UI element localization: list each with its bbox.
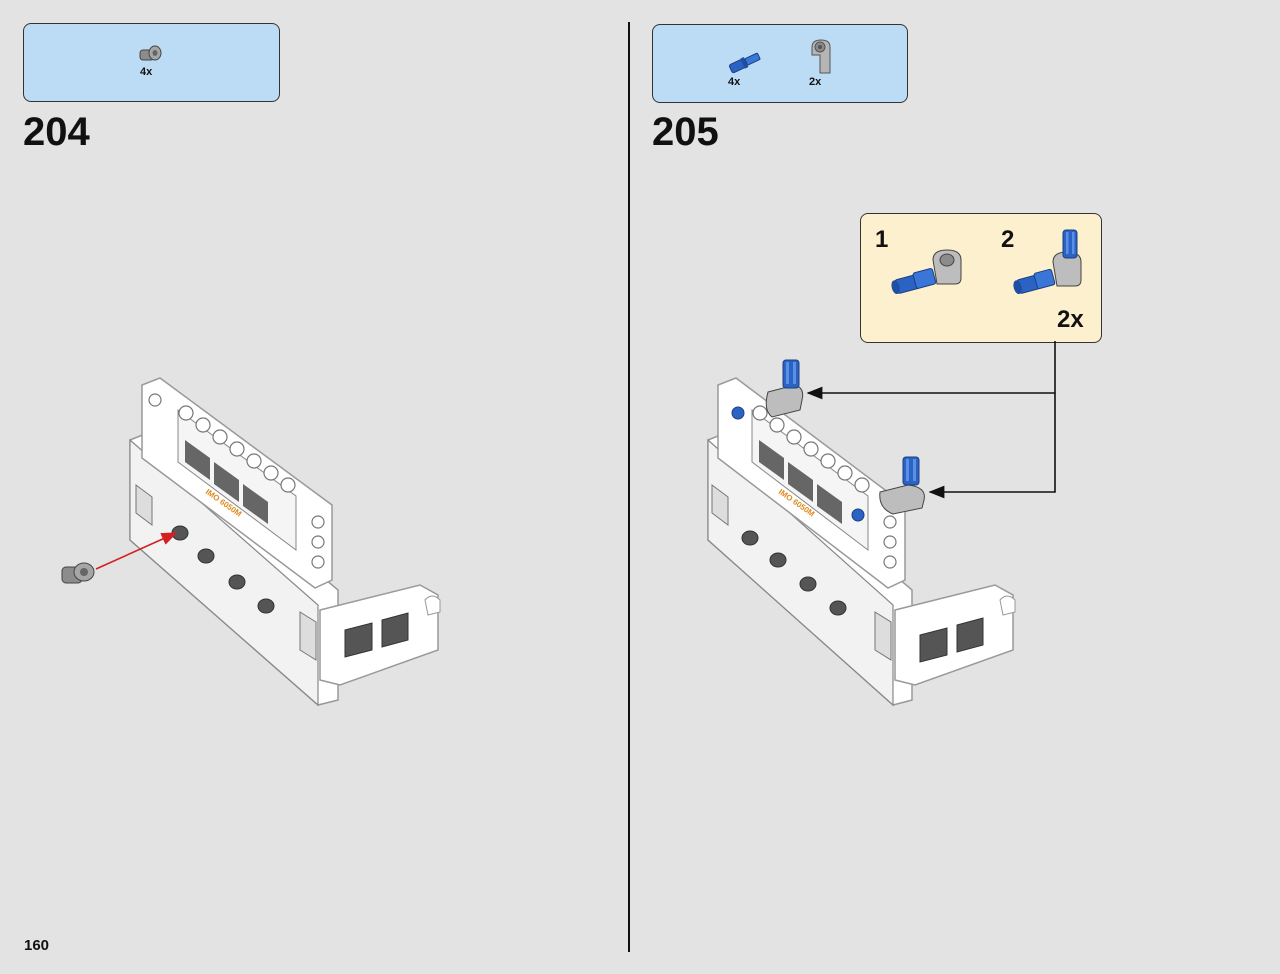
step-number-204: 204 <box>23 110 90 154</box>
parts-list-step-204: 4x <box>23 23 280 102</box>
page-divider <box>628 22 630 952</box>
substep-number: 1 <box>875 226 889 253</box>
step-205-model: IMO 6050M <box>707 341 1056 707</box>
attached-connector-2 <box>879 456 925 515</box>
attached-connector-1 <box>765 359 804 418</box>
part-qty: 4x <box>140 66 153 78</box>
step-number-205: 205 <box>652 110 719 154</box>
gray-pin-icon <box>139 45 162 61</box>
parts-list-step-205: 4x 2x <box>652 24 908 103</box>
substep-1-illustration <box>891 249 962 295</box>
callout-multiplier: 2x <box>1057 306 1084 333</box>
blue-axle-pin-icon <box>728 52 761 74</box>
substep-number: 2 <box>1001 226 1015 253</box>
subassembly-callout: 1 2 2x <box>860 213 1102 343</box>
part-qty: 2x <box>809 76 822 88</box>
part-qty: 4x <box>728 76 741 88</box>
gray-connector-icon <box>811 39 831 74</box>
loose-gray-pin <box>61 562 95 584</box>
page-number: 160 <box>24 937 50 954</box>
step-204-model: IMO 6050M <box>61 377 441 707</box>
substep-2-illustration <box>1013 229 1082 295</box>
